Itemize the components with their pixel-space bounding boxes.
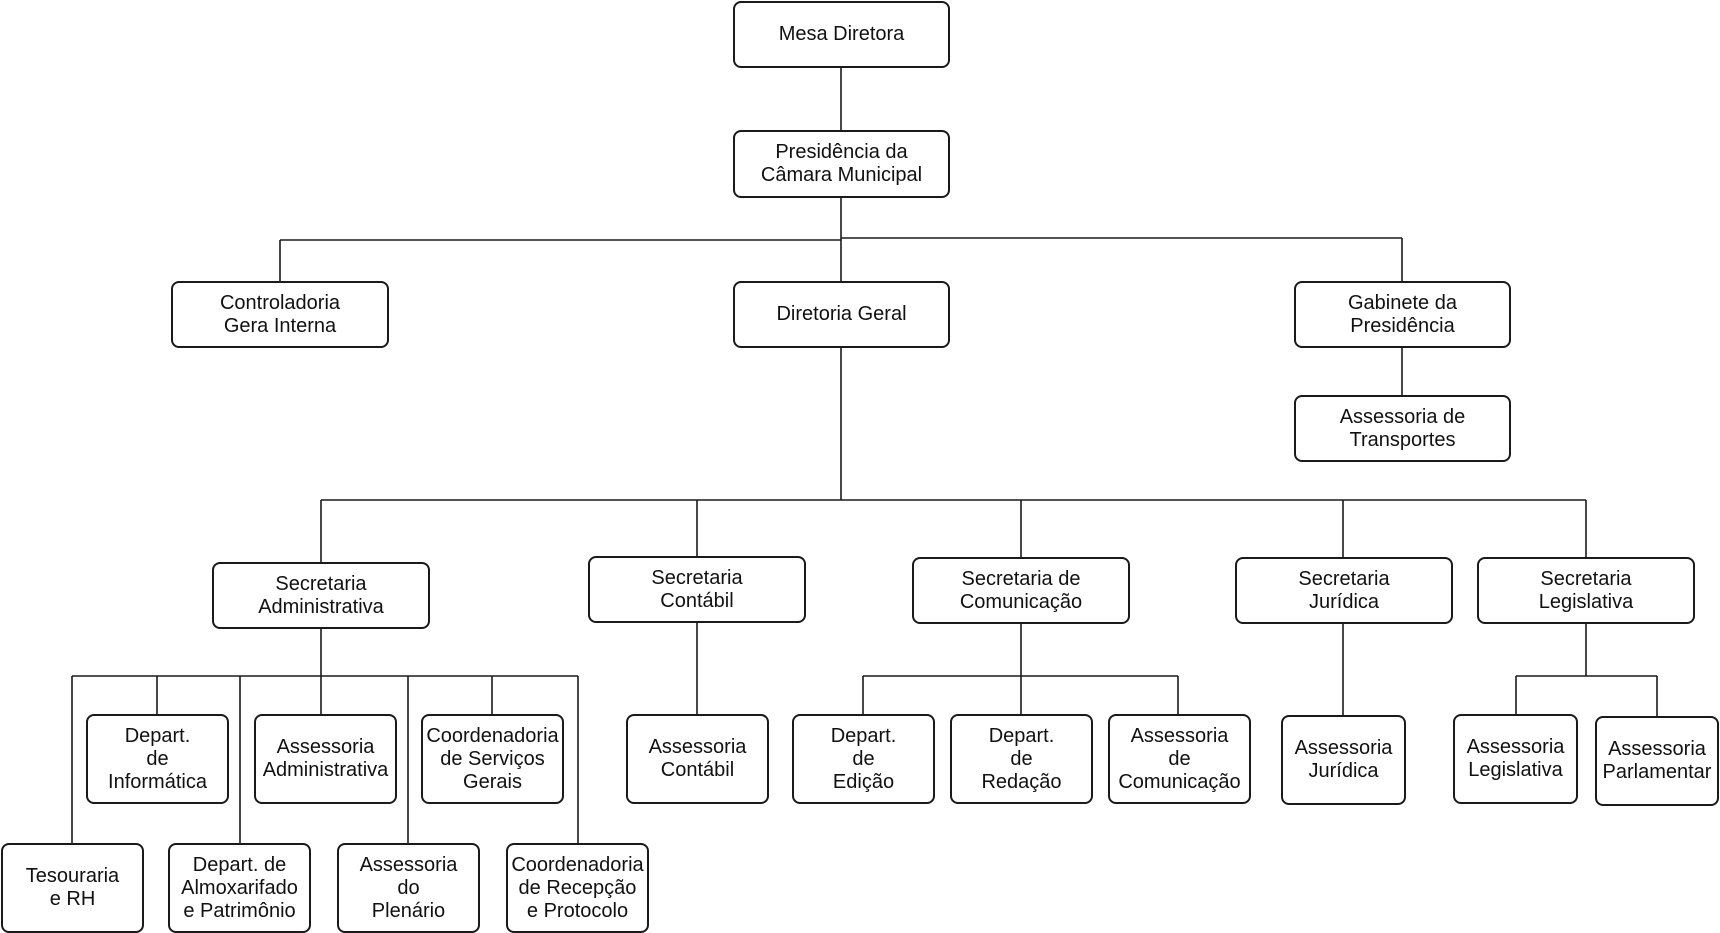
node-depart-almoxarifado: Depart. de Almoxarifado e Patrimônio [168,843,311,933]
node-label: Legislativa [1538,590,1634,613]
node-label: Mesa Diretora [778,23,905,45]
node-depart-redacao: Depart. de Redação [950,714,1093,804]
node-label: Gabinete da [1348,291,1457,314]
node-assessoria-comunicacao: Assessoria de Comunicação [1108,714,1251,804]
node-assessoria-parlamentar: Assessoria Parlamentar [1595,716,1719,806]
node-tesouraria-rh: Tesouraria e RH [1,843,144,933]
node-label: Depart. [830,724,897,747]
node-label: Assessoria de [1339,405,1466,428]
node-label: Secretaria [1298,567,1390,590]
node-label: Transportes [1349,428,1456,451]
node-label: Depart. [124,724,191,747]
node-label: Câmara Municipal [760,164,923,186]
node-label: Plenário [371,899,446,922]
node-assessoria-administrativa: Assessoria Administrativa [254,714,397,804]
node-label: Jurídica [1308,590,1380,613]
node-sec-comunicacao: Secretaria de Comunicação [912,557,1130,624]
node-sec-contabil: Secretaria Contábil [588,556,806,623]
node-label: Coordenadoria [426,724,559,747]
node-assessoria-juridica: Assessoria Jurídica [1281,715,1406,805]
node-label: Contábil [660,589,734,612]
node-label: Almoxarifado [181,876,298,899]
node-label: de [1168,747,1191,770]
node-label: Secretaria [1540,567,1632,590]
node-controladoria: Controladoria Gera Interna [171,281,389,348]
node-label: Assessoria [1130,724,1229,747]
node-assessoria-plenario: Assessoria do Plenário [337,843,480,933]
node-coord-servicos-gerais: Coordenadoria de Serviços Gerais [421,714,564,804]
node-sec-juridica: Secretaria Jurídica [1235,557,1453,624]
node-label: Gera Interna [223,314,337,337]
node-label: Presidência [1350,314,1455,337]
node-label: Secretaria de [961,567,1081,590]
node-label: Comunicação [1118,770,1241,793]
node-label: Comunicação [959,590,1083,613]
node-label: Depart. [988,724,1055,747]
node-label: e Protocolo [526,899,629,922]
node-label: Assessoria [359,853,458,876]
node-mesa-diretora: Mesa Diretora [733,1,950,68]
node-label: Assessoria [1608,738,1706,760]
node-depart-informatica: Depart. de Informática [86,714,229,804]
node-label: Assessoria [1466,736,1565,758]
node-label: e Patrimônio [183,899,296,922]
node-sec-administrativa: Secretaria Administrativa [212,562,430,629]
node-label: Secretaria [275,572,367,595]
node-label: Administrativa [258,595,384,618]
node-label: Presidência da [775,141,908,163]
node-label: Secretaria [651,566,743,589]
node-label: Parlamentar [1602,761,1712,783]
node-label: Assessoria [1294,737,1393,759]
node-gabinete: Gabinete da Presidência [1294,281,1511,348]
node-label: de Recepção [518,876,637,899]
node-label: Assessoria [276,736,375,758]
node-label: Legislativa [1468,759,1563,781]
node-label: Diretoria Geral [776,303,907,325]
node-label: Edição [832,770,895,793]
node-label: Contábil [660,759,735,781]
node-label: e RH [49,888,96,910]
node-label: Tesouraria [25,865,120,887]
node-label: de [852,747,875,770]
node-label: Gerais [463,770,522,793]
node-label: Depart. de [192,853,287,876]
node-sec-legislativa: Secretaria Legislativa [1477,557,1695,624]
node-assessoria-contabil: Assessoria Contábil [626,714,769,804]
node-label: Administrativa [262,759,389,781]
node-label: de [146,747,169,770]
node-label: do [397,876,420,899]
node-label: Coordenadoria [511,853,644,876]
node-label: Jurídica [1308,760,1379,782]
node-diretoria-geral: Diretoria Geral [733,281,950,348]
node-presidencia: Presidência da Câmara Municipal [733,130,950,198]
node-depart-edicao: Depart. de Edição [792,714,935,804]
node-assessoria-legislativa: Assessoria Legislativa [1453,714,1578,804]
node-label: Assessoria [648,736,747,758]
node-label: Informática [108,770,207,793]
node-label: Controladoria [219,291,341,314]
node-label: Redação [981,770,1062,793]
node-label: de Serviços [440,747,545,770]
node-assessoria-transportes: Assessoria de Transportes [1294,395,1511,462]
node-coord-recepcao: Coordenadoria de Recepção e Protocolo [506,843,649,933]
node-label: de [1010,747,1033,770]
